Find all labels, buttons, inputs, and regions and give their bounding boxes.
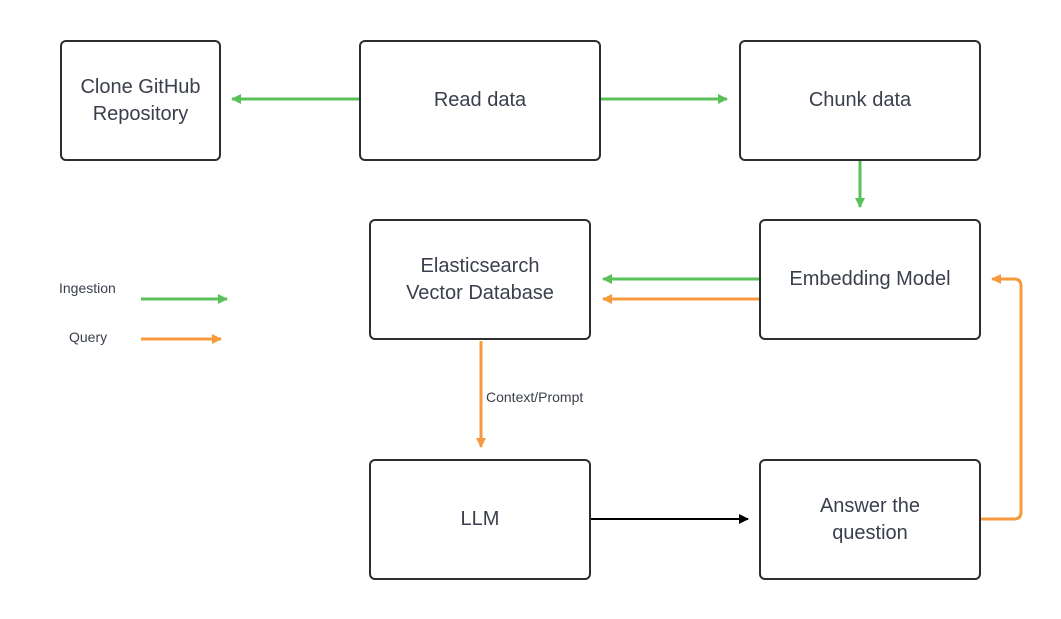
- node-clone-github-repository: Clone GitHub Repository: [60, 40, 221, 161]
- node-embedding-model: Embedding Model: [759, 219, 981, 340]
- node-elasticsearch-vector-database: Elasticsearch Vector Database: [369, 219, 591, 340]
- node-answer-the-question: Answer the question: [759, 459, 981, 580]
- legend-ingestion-label: Ingestion: [59, 280, 116, 296]
- legend-query-label: Query: [69, 329, 108, 345]
- edge-answer-to-embedding: [981, 274, 1023, 521]
- node-read-data: Read data: [359, 40, 601, 161]
- node-llm: LLM: [369, 459, 591, 580]
- node-chunk-data: Chunk data: [739, 40, 981, 161]
- edge-label-context-prompt: Context/Prompt: [486, 389, 584, 405]
